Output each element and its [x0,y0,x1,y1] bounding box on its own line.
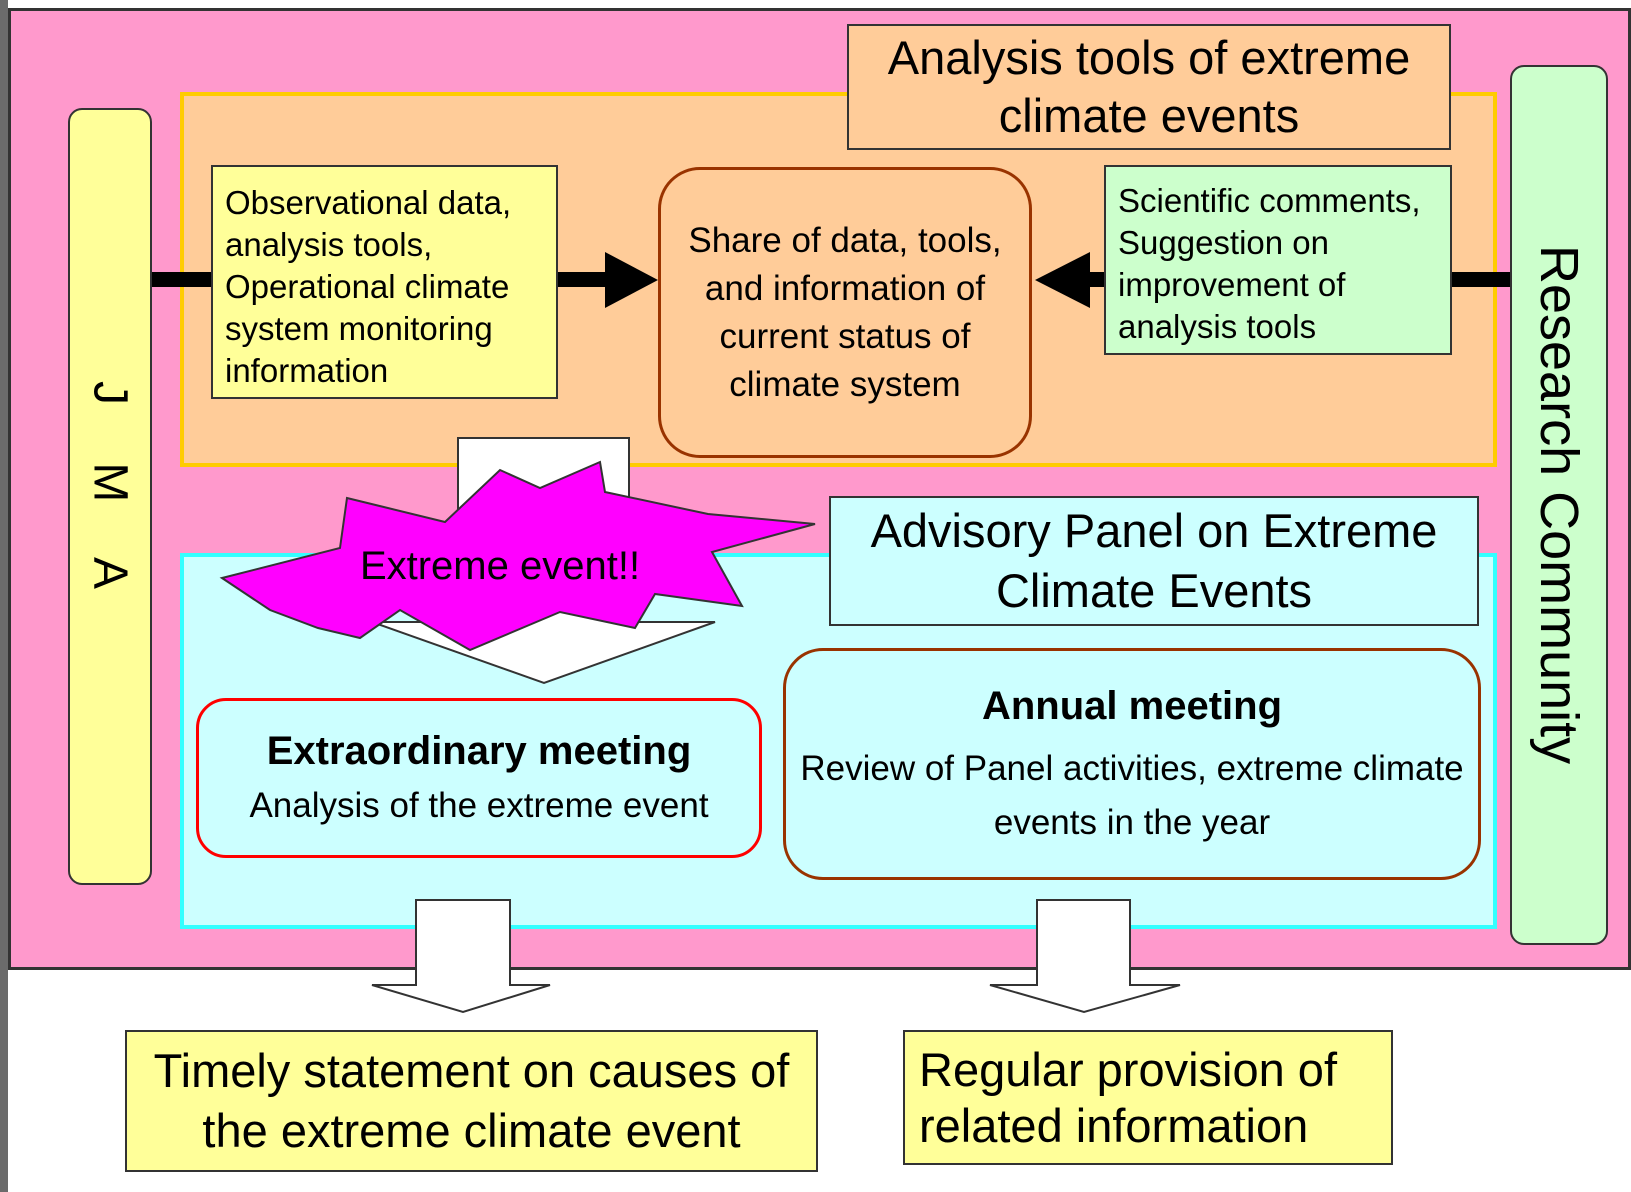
research-to-share-arrow-shaft [1088,272,1106,287]
annual-output-arrow [989,899,1181,1014]
jma-connector-line [152,272,214,287]
timely-statement-box: Timely statement on causes of the extrem… [125,1030,818,1172]
analysis-tools-title: Analysis tools of extreme climate events [847,24,1451,150]
jma-label: J M A [83,381,137,612]
annual-meeting-box: Annual meeting Review of Panel activitie… [783,648,1481,880]
share-box: Share of data, tools, and information of… [658,167,1032,458]
research-connector-line [1452,272,1510,287]
extreme-event-label: Extreme event!! [359,543,641,588]
jma-bar [68,108,152,885]
jma-to-share-arrow-shaft [558,272,608,287]
advisory-panel-title: Advisory Panel on Extreme Climate Events [829,496,1479,626]
research-provides-box: Scientific comments, Suggestion on impro… [1104,165,1452,355]
extreme-event-burst [219,460,816,652]
extraordinary-meeting-title: Extraordinary meeting [266,729,692,773]
annual-meeting-title: Annual meeting [981,684,1283,728]
research-community-bar [1510,65,1608,945]
jma-to-share-arrowhead [605,252,658,308]
research-to-share-arrowhead [1035,252,1090,308]
annual-meeting-description: Review of Panel activities, extreme clim… [800,749,1464,842]
extraordinary-output-arrow [371,899,551,1014]
extraordinary-meeting-description: Analysis of the extreme event [249,786,709,825]
extraordinary-meeting-box: Extraordinary meeting Analysis of the ex… [196,698,762,858]
research-community-label: Research Community [1529,245,1589,765]
jma-provides-box: Observational data, analysis tools, Oper… [211,165,558,399]
regular-provision-box: Regular provision of related information [903,1030,1393,1165]
